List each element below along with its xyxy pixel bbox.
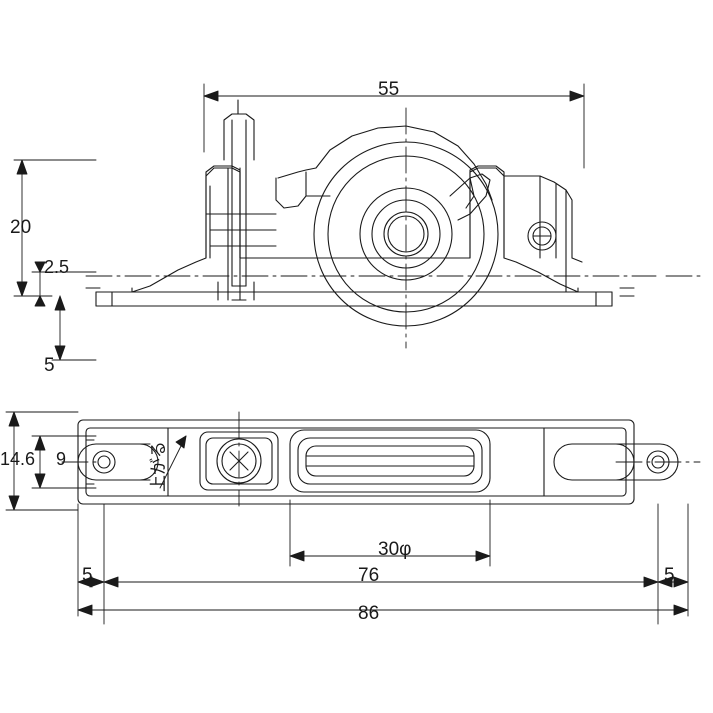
dimension-label-30-phi: 30φ — [378, 539, 412, 560]
dimension-label-5-right-plan: 5 — [664, 565, 675, 586]
dimension-lines — [5, 83, 689, 625]
dimension-label-76: 76 — [358, 565, 380, 586]
front-view-geometry — [85, 99, 635, 327]
front-view-centerlines — [85, 107, 701, 349]
dimension-label-5-left-front: 5 — [44, 355, 55, 376]
dimension-label-9: 9 — [56, 449, 67, 469]
top-view-centerlines — [61, 411, 701, 507]
dimension-label-55: 55 — [378, 79, 400, 100]
dimension-label-14-6: 14.6 — [0, 449, 36, 469]
dimension-label-2-5: 2.5 — [44, 257, 70, 277]
dimension-label-20: 20 — [10, 217, 32, 238]
top-view-geometry — [77, 419, 679, 505]
annotation-up-arrow-text: 上がる — [149, 441, 168, 492]
dimension-label-5-left-plan: 5 — [82, 565, 93, 586]
dimension-label-86: 86 — [358, 603, 380, 624]
